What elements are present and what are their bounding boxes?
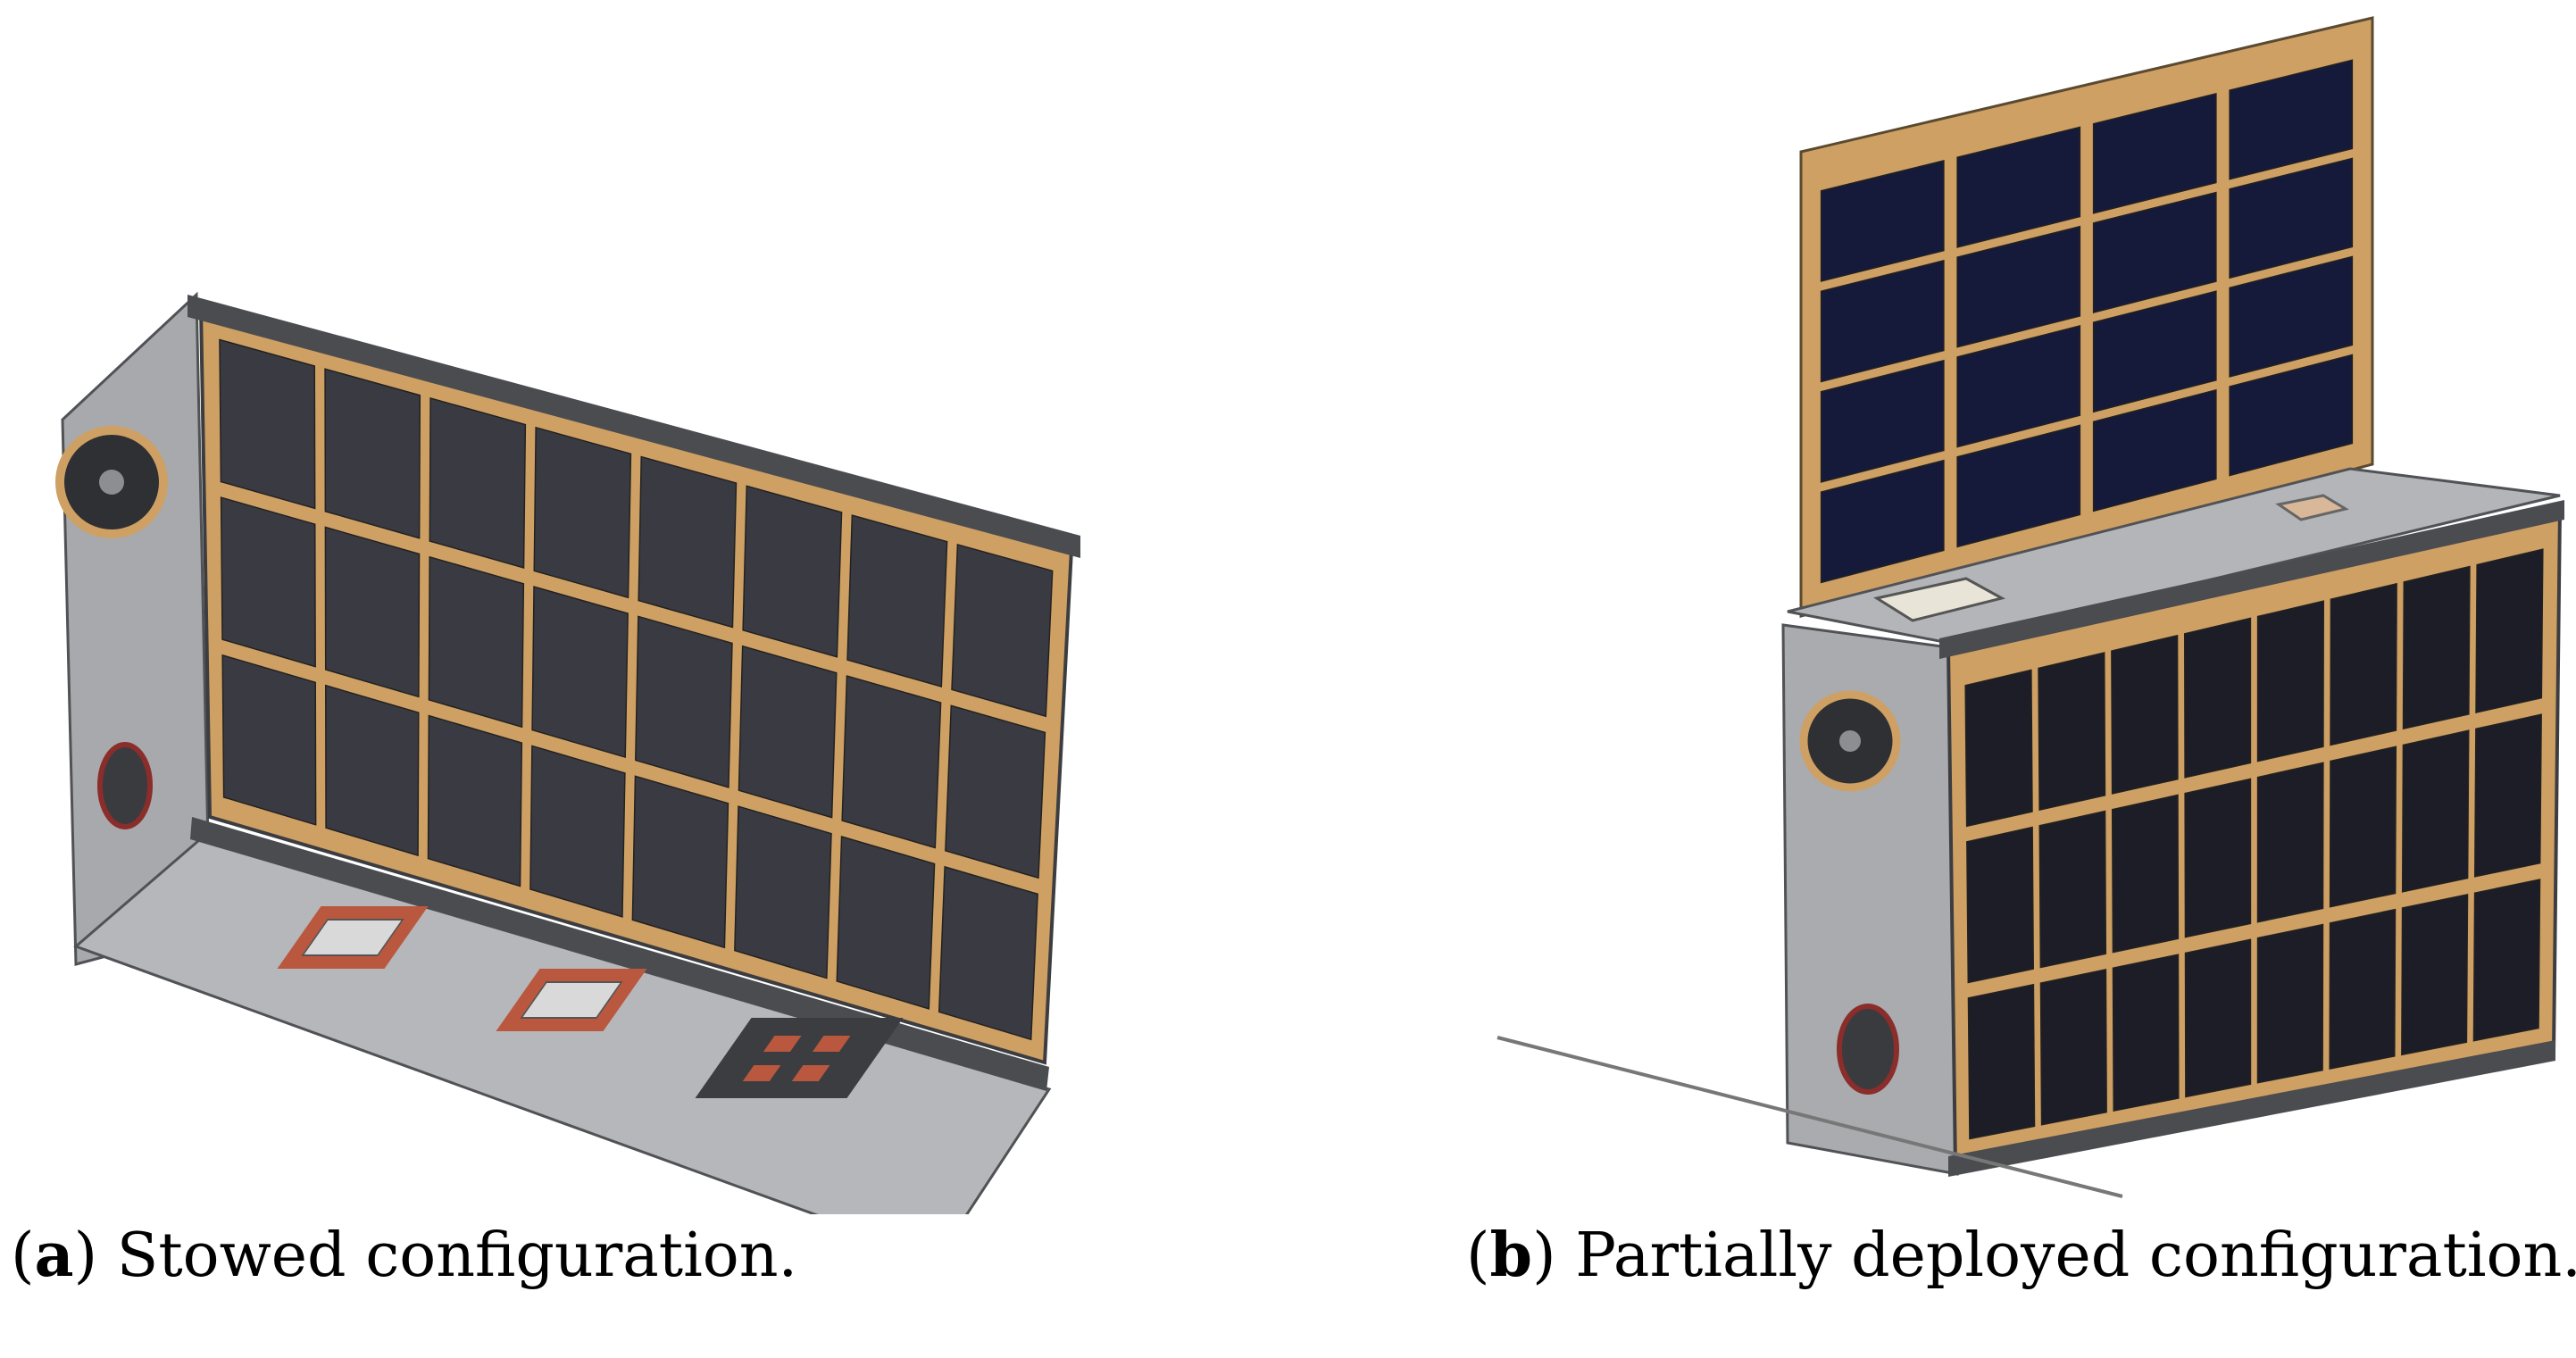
solar-cell xyxy=(2112,954,2180,1112)
panel-b: (b) Partially deployed configuration. xyxy=(1288,0,2576,1358)
solar-cell xyxy=(531,586,629,759)
solar-cell xyxy=(2472,879,2541,1042)
solar-cell xyxy=(429,397,527,569)
optics-port xyxy=(97,742,153,829)
solar-cell xyxy=(631,775,729,949)
top-rail xyxy=(1939,500,2564,659)
solar-cell xyxy=(2229,157,2354,279)
solar-cell xyxy=(2184,938,2252,1098)
rotary-disk-hub xyxy=(99,470,124,495)
solar-cell xyxy=(742,485,843,658)
solar-cell xyxy=(2092,388,2217,512)
solar-cell xyxy=(1956,325,2081,448)
optics-port xyxy=(1837,1004,1899,1095)
solar-cell xyxy=(2402,565,2471,730)
solar-cell xyxy=(2475,548,2544,713)
solar-cell xyxy=(1964,669,2033,828)
rotary-disk-hub xyxy=(1839,730,1861,752)
solar-cell xyxy=(2183,617,2252,779)
solar-cell xyxy=(2256,762,2324,923)
solar-cell xyxy=(2330,582,2397,746)
solar-cell xyxy=(1956,225,2081,348)
solar-cells-deployed xyxy=(1964,548,2544,1140)
solar-cell xyxy=(324,526,421,698)
solar-cell xyxy=(945,704,1046,879)
solar-cell xyxy=(2329,746,2397,908)
solar-cell xyxy=(2038,652,2106,812)
solar-cell xyxy=(533,426,632,599)
bottom-rail xyxy=(1948,1040,2555,1177)
solar-cell xyxy=(2229,59,2354,180)
caption-b: (b) Partially deployed configuration. xyxy=(1466,1225,2576,1287)
solar-cell xyxy=(324,368,421,539)
solar-cell xyxy=(1967,983,2036,1140)
solar-cell xyxy=(638,455,738,629)
solar-cell xyxy=(836,836,936,1010)
solar-cell xyxy=(1820,160,1945,282)
solar-cell xyxy=(221,654,317,826)
solar-cell xyxy=(938,865,1038,1041)
caption-a-letter: a xyxy=(34,1220,74,1291)
caption-a-text: Stowed configuration. xyxy=(116,1221,798,1291)
bottom-aperture-1 xyxy=(277,906,429,969)
solar-cell xyxy=(2256,923,2324,1084)
solar-cells-stowed xyxy=(219,338,1054,1041)
caption-a: (a) Stowed configuration. xyxy=(11,1220,798,1291)
bottom-antenna-patch xyxy=(695,1018,904,1098)
solar-cell xyxy=(2473,713,2542,878)
solar-cell xyxy=(1956,126,2081,248)
solar-cell xyxy=(220,496,316,668)
solar-cell xyxy=(2111,794,2180,954)
solar-cell xyxy=(2401,729,2470,893)
solar-cell xyxy=(738,645,838,819)
solar-cell xyxy=(841,675,942,849)
solar-cell xyxy=(2039,969,2107,1126)
solar-cell xyxy=(846,514,948,688)
bottom-aperture-2 xyxy=(496,969,647,1031)
caption-b-letter: b xyxy=(1489,1220,1533,1291)
antenna-wire xyxy=(1496,1036,2123,1198)
solar-cell xyxy=(427,714,523,887)
top-rail xyxy=(188,295,1080,558)
top-sensor-2 xyxy=(2275,494,2349,521)
solar-cell xyxy=(2229,255,2354,378)
solar-cell xyxy=(1820,359,1945,483)
solar-cell xyxy=(325,684,420,857)
caption-b-text: Partially deployed configuration. xyxy=(1575,1221,2576,1291)
solar-cell xyxy=(1820,259,1945,383)
panel-a: (a) Stowed configuration. xyxy=(11,291,1080,1291)
solar-cell xyxy=(1956,424,2081,548)
solar-cell xyxy=(428,555,525,729)
solar-cell xyxy=(2401,893,2469,1056)
solar-cell xyxy=(2092,191,2217,313)
solar-cell xyxy=(2229,354,2354,477)
solar-cell xyxy=(1820,459,1945,584)
solar-cell xyxy=(734,805,832,979)
solar-cell xyxy=(2329,908,2397,1070)
solar-cell xyxy=(219,338,316,510)
solar-cell xyxy=(529,745,626,918)
deployed-satellite-illustration xyxy=(1496,16,2564,1198)
solar-cell xyxy=(2038,810,2107,969)
solar-cell xyxy=(635,615,733,788)
solar-cell xyxy=(2111,634,2179,795)
wing-solar-cells xyxy=(1820,59,2354,584)
solar-cell xyxy=(951,543,1054,718)
solar-cell xyxy=(2256,600,2325,762)
solar-cell xyxy=(2092,290,2217,413)
top-sensor-1 xyxy=(1873,577,2006,622)
solar-cell xyxy=(1966,826,2035,984)
solar-cell xyxy=(2092,92,2217,214)
solar-cell xyxy=(2184,778,2252,938)
stowed-satellite-illustration xyxy=(55,291,1080,1214)
